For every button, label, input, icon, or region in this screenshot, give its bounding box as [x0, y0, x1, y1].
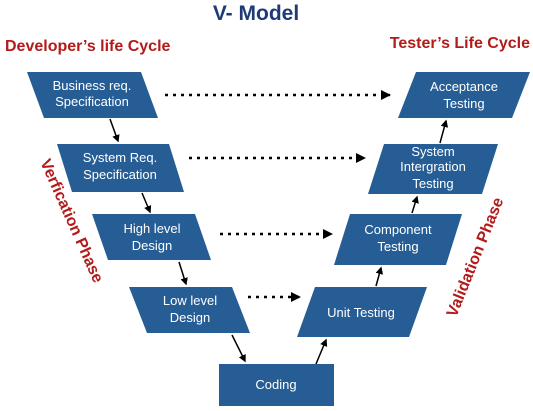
step-label-line: System Req. — [83, 150, 157, 165]
step-label-line: Specification — [55, 94, 129, 109]
step-system-req-specification: System Req. Specification — [57, 144, 184, 192]
step-label-line: Design — [132, 238, 172, 253]
developer-lifecycle-heading: Developer’s life Cycle — [5, 38, 171, 55]
step-label-line: Intergration — [400, 159, 466, 174]
flow-arrow — [141, 192, 152, 214]
flow-arrow — [375, 266, 384, 287]
step-unit-testing: Unit Testing — [297, 287, 427, 337]
step-low-level-design: Low level Design — [129, 287, 250, 333]
step-label-line: Testing — [412, 176, 453, 191]
step-label-small: System — [411, 144, 454, 159]
step-business-req-specification: Business req. Specification — [27, 72, 158, 118]
step-high-level-design: High level Design — [92, 214, 211, 260]
step-label-line: Testing — [377, 239, 418, 254]
validation-phase-label: Validation Phase — [444, 195, 507, 319]
flow-arrow — [231, 334, 246, 363]
step-label-line: Acceptance — [430, 79, 498, 94]
flow-arrow — [178, 261, 188, 286]
step-label-line: High level — [123, 221, 180, 236]
flow-arrow — [439, 119, 449, 144]
flow-arrow — [315, 338, 328, 365]
step-label-line: Testing — [443, 96, 484, 111]
flow-arrow — [109, 118, 120, 143]
coding-label: Coding — [255, 377, 296, 392]
step-label-line: Specification — [83, 167, 157, 182]
step-label-line: Unit Testing — [327, 305, 395, 320]
step-label-line: Business req. — [53, 78, 132, 93]
step-label-line: Component — [364, 222, 432, 237]
diagram-title: V- Model — [213, 2, 299, 25]
step-label-line: Design — [170, 310, 210, 325]
step-component-testing: Component Testing — [334, 214, 462, 265]
step-coding: Coding — [219, 364, 334, 406]
step-system-integration-testing: System Intergration Testing — [368, 144, 498, 194]
flow-arrow — [411, 195, 419, 214]
tester-lifecycle-heading: Tester’s Life Cycle — [390, 35, 530, 52]
step-acceptance-testing: Acceptance Testing — [398, 72, 530, 118]
step-label-line: Low level — [163, 293, 217, 308]
